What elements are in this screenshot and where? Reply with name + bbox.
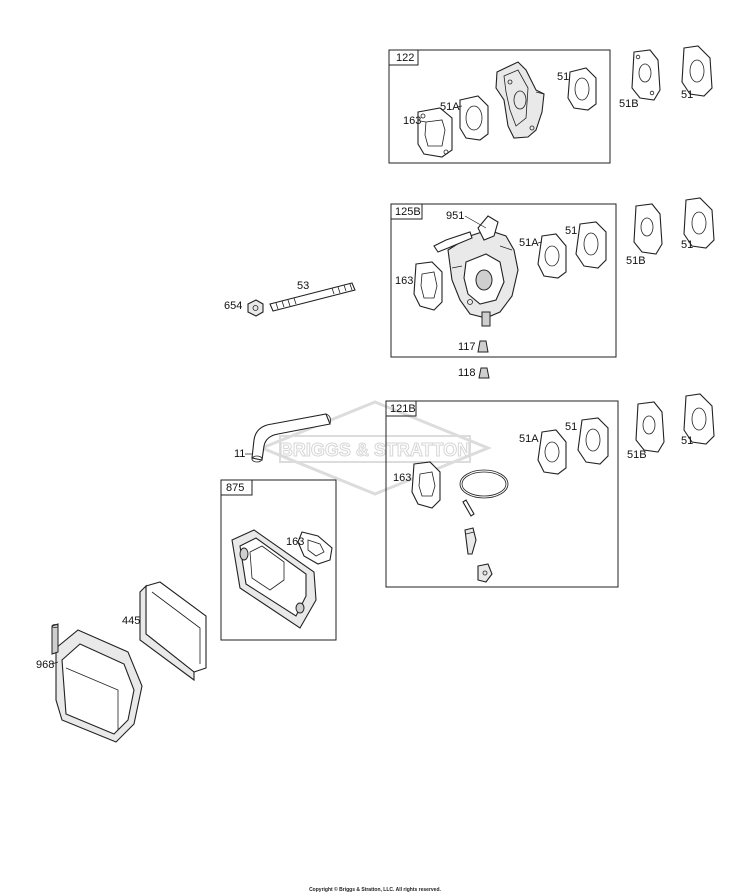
label-118[interactable]: 118 (458, 367, 476, 379)
kit-875[interactable]: 875 163 (220, 479, 337, 641)
gasket-163[interactable] (417, 107, 453, 158)
kit-122-tag (388, 49, 419, 66)
label-968[interactable]: 968 (36, 659, 54, 671)
gasket-163[interactable] (411, 461, 441, 509)
breather-tube-11[interactable] (251, 413, 331, 463)
float-pin[interactable] (462, 499, 475, 517)
gasket-51b-row3[interactable] (635, 401, 665, 453)
gasket-51[interactable] (577, 417, 609, 465)
label-163[interactable]: 163 (403, 115, 421, 127)
copyright-notice: Copyright © Briggs & Stratton, LLC. All … (309, 886, 441, 893)
label-51a[interactable]: 51A (440, 101, 460, 113)
label-445[interactable]: 445 (122, 615, 140, 627)
intake-spacer[interactable] (495, 61, 545, 139)
kit-121b-tag (385, 400, 417, 417)
label-163[interactable]: 163 (286, 536, 304, 548)
carburetor[interactable] (433, 215, 519, 327)
label-51a[interactable]: 51A (519, 237, 539, 249)
kit-875-id[interactable]: 875 (226, 482, 244, 494)
label-654[interactable]: 654 (224, 300, 242, 312)
label-51[interactable]: 51 (565, 225, 577, 237)
label-163[interactable]: 163 (393, 472, 411, 484)
kit-122-frame (388, 49, 611, 164)
gasket-51[interactable] (575, 221, 607, 269)
gasket-51[interactable] (567, 67, 597, 111)
kit-875-frame (220, 479, 337, 641)
brand-watermark: BRIGGS & STRATTON (258, 400, 492, 496)
gasket-51a[interactable] (459, 95, 489, 141)
label-53[interactable]: 53 (297, 280, 309, 292)
label-51a[interactable]: 51A (519, 433, 539, 445)
gasket-51-row2[interactable] (683, 197, 715, 249)
label-51b-row1[interactable]: 51B (619, 98, 639, 110)
kit-121b-id[interactable]: 121B (390, 403, 416, 415)
jet[interactable] (477, 563, 493, 583)
kit-875-tag (220, 479, 253, 496)
label-951[interactable]: 951 (446, 210, 464, 222)
nozzle-117[interactable] (477, 340, 489, 353)
part-118[interactable] (478, 367, 490, 379)
label-51[interactable]: 51 (565, 421, 577, 433)
kit-125b-tag (390, 203, 423, 220)
kit-122-id[interactable]: 122 (396, 52, 414, 64)
air-filter-cover-968[interactable] (51, 623, 143, 743)
air-filter-445[interactable] (139, 581, 207, 682)
watermark-text: BRIGGS & STRATTON (280, 440, 470, 460)
label-11[interactable]: 11 (234, 448, 245, 460)
gasket-51b-row1[interactable] (631, 49, 661, 101)
label-163[interactable]: 163 (395, 275, 413, 287)
label-51-row3[interactable]: 51 (681, 435, 693, 447)
gasket-163[interactable] (297, 531, 333, 565)
gasket-51a[interactable] (537, 233, 567, 279)
gasket-51-row3[interactable] (683, 393, 715, 445)
kit-121b[interactable]: 121B 163 51A (385, 400, 619, 588)
gasket-51-row1[interactable] (681, 45, 713, 97)
kit-121b-frame (385, 400, 619, 588)
label-51-row2[interactable]: 51 (681, 239, 693, 251)
gasket-163[interactable] (413, 261, 443, 311)
inlet-needle[interactable] (464, 527, 477, 555)
gasket-51b-row2[interactable] (633, 203, 663, 255)
label-117[interactable]: 117 (458, 341, 476, 353)
kit-125b-id[interactable]: 125B (395, 206, 421, 218)
label-51-row1[interactable]: 51 (681, 89, 693, 101)
stud-53[interactable] (269, 282, 356, 312)
o-ring[interactable] (459, 469, 509, 499)
kit-125b[interactable]: 125B 163 951 51A (390, 203, 617, 358)
kit-125b-frame (390, 203, 617, 358)
nut-654[interactable] (247, 299, 264, 317)
air-filter-base[interactable] (231, 529, 317, 629)
gasket-51a[interactable] (537, 429, 567, 475)
label-51b-row3[interactable]: 51B (627, 449, 647, 461)
label-51[interactable]: 51 (557, 71, 569, 83)
kit-122[interactable]: 122 163 51A 51 (388, 49, 611, 164)
label-51b-row2[interactable]: 51B (626, 255, 646, 267)
